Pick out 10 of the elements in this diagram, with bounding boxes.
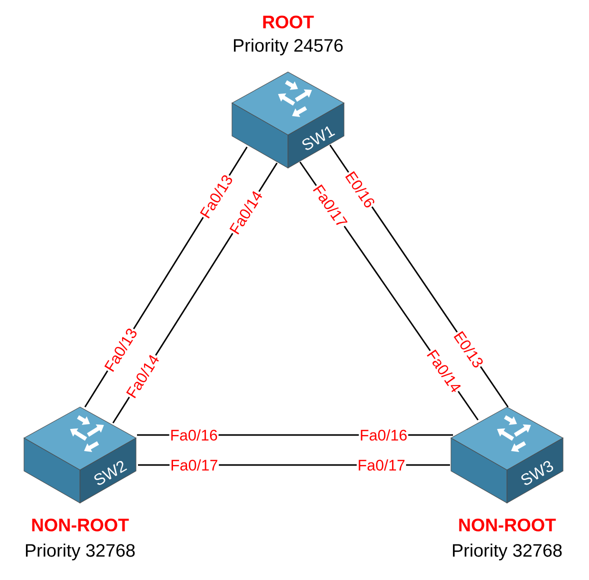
port-label: Fa0/17 bbox=[170, 458, 219, 472]
priority-label: Priority 32768 bbox=[26, 544, 135, 560]
port-label: Fa0/16 bbox=[169, 428, 219, 442]
priority-label: Priority 24576 bbox=[234, 38, 343, 56]
role-label: ROOT bbox=[263, 16, 314, 28]
priority-label: Priority 32768 bbox=[452, 544, 562, 560]
port-label: Fa0/17 bbox=[356, 458, 406, 472]
role-label: NON-ROOT bbox=[459, 518, 556, 532]
role-label: NON-ROOT bbox=[32, 518, 129, 532]
port-label: Fa0/16 bbox=[358, 428, 408, 442]
